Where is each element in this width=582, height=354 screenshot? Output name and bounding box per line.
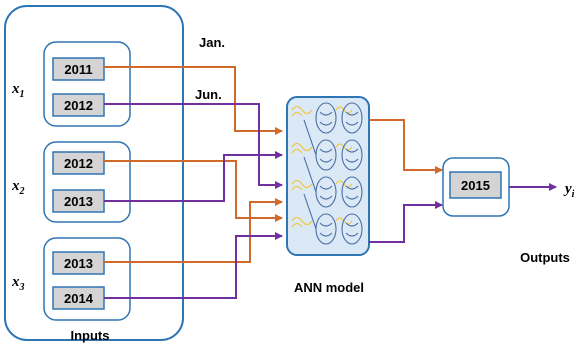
ann-output-orange (369, 119, 443, 174)
connector-jan-2012 (104, 160, 283, 222)
ann-model-box (286, 96, 370, 256)
year-label: 2012 (64, 98, 93, 113)
year-box-2011 (52, 57, 105, 81)
output-year-box (449, 171, 502, 199)
year-box-2012 (52, 151, 105, 175)
connector-jun-2012 (104, 103, 283, 189)
ann-neural-network-icon (291, 102, 363, 245)
ann-model-label: ANN model (294, 280, 364, 295)
year-label: 2011 (64, 62, 92, 77)
year-label: 2014 (64, 291, 94, 306)
jun-label: Jun. (195, 87, 222, 102)
group-x3-box (43, 237, 131, 321)
year-label: 2012 (64, 156, 93, 171)
group-x2-box (43, 141, 131, 223)
variable-x1: x1 (11, 81, 25, 100)
ann-output-purple (369, 201, 443, 243)
variable-x2: x2 (11, 178, 25, 197)
connector-jun-2013 (104, 151, 283, 202)
jan-label: Jan. (199, 35, 225, 50)
inputs-label: Inputs (71, 328, 110, 343)
group-x1-box (43, 41, 131, 127)
variable-x3: x3 (11, 274, 25, 293)
output-year-label: 2015 (461, 178, 490, 193)
connector-jan-2013 (104, 198, 283, 263)
outputs-label: Outputs (520, 250, 570, 265)
year-label: 2013 (64, 256, 93, 271)
inputs-container (4, 5, 184, 341)
year-label: 2013 (64, 194, 93, 209)
output-variable-y: yi (563, 181, 575, 200)
connector-jun-2014 (104, 232, 283, 299)
